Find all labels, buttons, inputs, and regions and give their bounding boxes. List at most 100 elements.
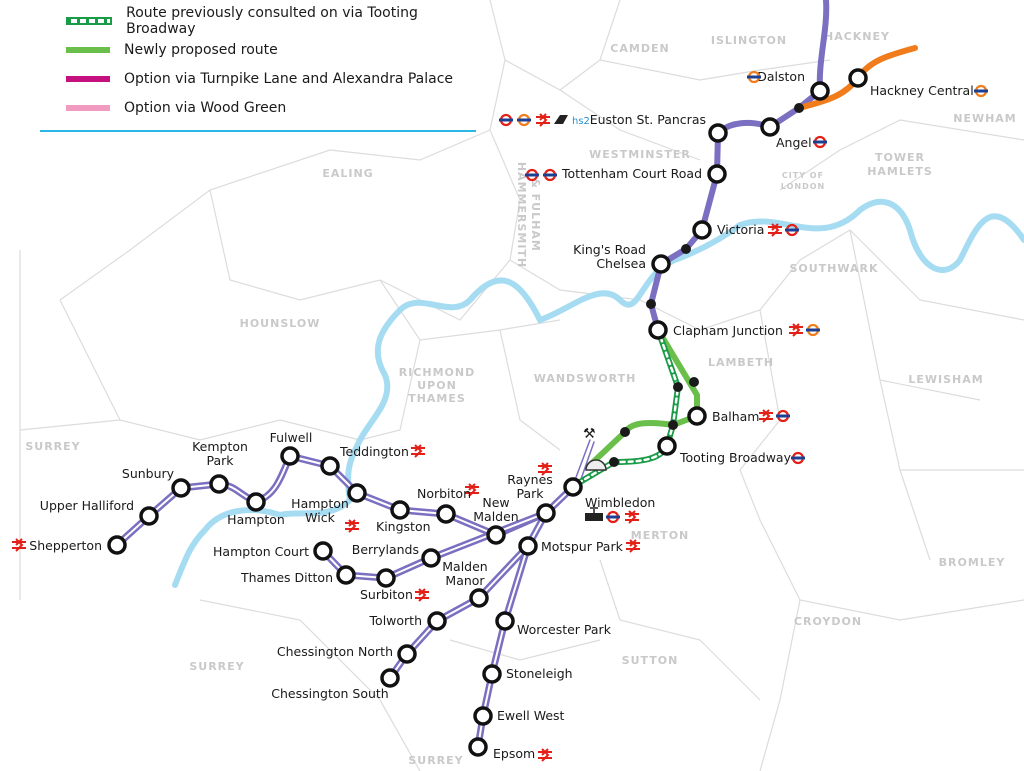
- station-marker[interactable]: [347, 483, 367, 503]
- station[interactable]: Norbiton: [417, 486, 471, 524]
- station-marker[interactable]: [390, 500, 410, 520]
- station-marker[interactable]: [848, 68, 868, 88]
- station[interactable]: Upper Halliford: [40, 498, 159, 526]
- hs2-icon: hs2: [572, 116, 590, 127]
- station-marker[interactable]: [421, 548, 441, 568]
- legend-label: Route previously consulted on via Tootin…: [126, 4, 418, 37]
- legend-label: Option via Turnpike Lane and Alexandra P…: [124, 70, 454, 87]
- station[interactable]: Tottenham Court Road: [525, 164, 727, 184]
- station[interactable]: Worcester Park: [495, 611, 612, 637]
- station[interactable]: Ewell West: [473, 706, 565, 726]
- legend-item: Option via Wood Green: [40, 93, 476, 122]
- station[interactable]: Clapham Junction: [648, 320, 820, 340]
- station-marker[interactable]: [563, 477, 583, 497]
- station-label: Stoneleigh: [506, 666, 573, 681]
- station-marker[interactable]: [473, 706, 493, 726]
- station-marker[interactable]: [760, 117, 780, 137]
- station[interactable]: Tolworth: [369, 611, 447, 631]
- station[interactable]: Fulwell: [270, 430, 313, 466]
- station-marker[interactable]: [692, 220, 712, 240]
- station-label: King's Road: [573, 242, 646, 257]
- station[interactable]: Hampton: [227, 492, 285, 527]
- portal-icon: [585, 459, 607, 471]
- station[interactable]: Balham: [687, 406, 790, 426]
- station-label: Worcester Park: [517, 622, 612, 637]
- station-marker[interactable]: [246, 492, 266, 512]
- borough-label: SURREY: [189, 660, 244, 673]
- rail-icon: [465, 483, 479, 497]
- station-marker[interactable]: [482, 664, 502, 684]
- station-marker[interactable]: [536, 503, 556, 523]
- station-marker[interactable]: [648, 320, 668, 340]
- station[interactable]: Dalston: [747, 69, 830, 101]
- station-marker[interactable]: [427, 611, 447, 631]
- borough-label: CAMDEN: [610, 42, 669, 55]
- station-marker[interactable]: [468, 737, 488, 757]
- station[interactable]: Epsom: [468, 737, 552, 762]
- station-marker[interactable]: [495, 611, 515, 631]
- station[interactable]: Surbiton: [360, 568, 429, 602]
- station[interactable]: Tooting Broadway: [657, 436, 805, 465]
- svg-text:hs2: hs2: [572, 116, 590, 127]
- station[interactable]: Wimbledon: [563, 477, 655, 524]
- station-marker[interactable]: [313, 541, 333, 561]
- station-marker[interactable]: [336, 565, 356, 585]
- station[interactable]: Stoneleigh: [482, 664, 573, 684]
- junction-dots: [609, 103, 804, 467]
- station-marker[interactable]: [209, 474, 229, 494]
- station-marker[interactable]: [708, 123, 728, 143]
- station-marker[interactable]: [707, 164, 727, 184]
- station-label: Chessington North: [277, 644, 393, 659]
- station[interactable]: Sunbury: [122, 466, 191, 498]
- station[interactable]: Kingston: [345, 500, 431, 534]
- station-marker[interactable]: [376, 568, 396, 588]
- station[interactable]: Angel: [760, 117, 827, 150]
- station-marker[interactable]: [486, 525, 506, 545]
- borough-label: RICHMOND: [399, 366, 475, 379]
- rail-icon: [626, 539, 640, 553]
- station[interactable]: Shepperton: [12, 535, 127, 555]
- station[interactable]: Berrylands: [352, 542, 441, 568]
- station[interactable]: Hampton Court: [213, 541, 333, 561]
- station[interactable]: Thames Ditton: [240, 565, 356, 585]
- station[interactable]: Teddington: [320, 444, 425, 476]
- station-marker[interactable]: [810, 81, 830, 101]
- station-marker[interactable]: [139, 506, 159, 526]
- station-marker[interactable]: [171, 478, 191, 498]
- station[interactable]: Motspur Park: [518, 536, 640, 556]
- station-marker[interactable]: [107, 535, 127, 555]
- station[interactable]: Victoria: [692, 220, 799, 240]
- station-label-line2: Malden: [473, 509, 518, 524]
- station-marker[interactable]: [687, 406, 707, 426]
- station[interactable]: Hackney Central: [848, 68, 988, 98]
- station-label: Norbiton: [417, 486, 471, 501]
- station-label-line2: Wick: [305, 510, 335, 525]
- station-marker[interactable]: [380, 668, 400, 688]
- station-marker[interactable]: [518, 536, 538, 556]
- borough-label: NEWHAM: [953, 112, 1017, 125]
- borough-label: LONDON: [781, 182, 825, 191]
- station-label: Victoria: [717, 222, 764, 237]
- station[interactable]: Chessington South: [271, 668, 400, 701]
- station-marker[interactable]: [320, 456, 340, 476]
- station-marker[interactable]: [280, 446, 300, 466]
- station-marker[interactable]: [469, 588, 489, 608]
- station-label-line2: Manor: [445, 573, 485, 588]
- station-label: Angel: [776, 135, 812, 150]
- station-marker[interactable]: [657, 436, 677, 456]
- borough-label: THAMES: [408, 392, 466, 405]
- station-label: Sunbury: [122, 466, 175, 481]
- station-marker[interactable]: [397, 644, 417, 664]
- station[interactable]: Chessington North: [277, 644, 417, 664]
- station-marker[interactable]: [651, 254, 671, 274]
- station-marker[interactable]: [436, 504, 456, 524]
- legend-swatch: [66, 104, 110, 111]
